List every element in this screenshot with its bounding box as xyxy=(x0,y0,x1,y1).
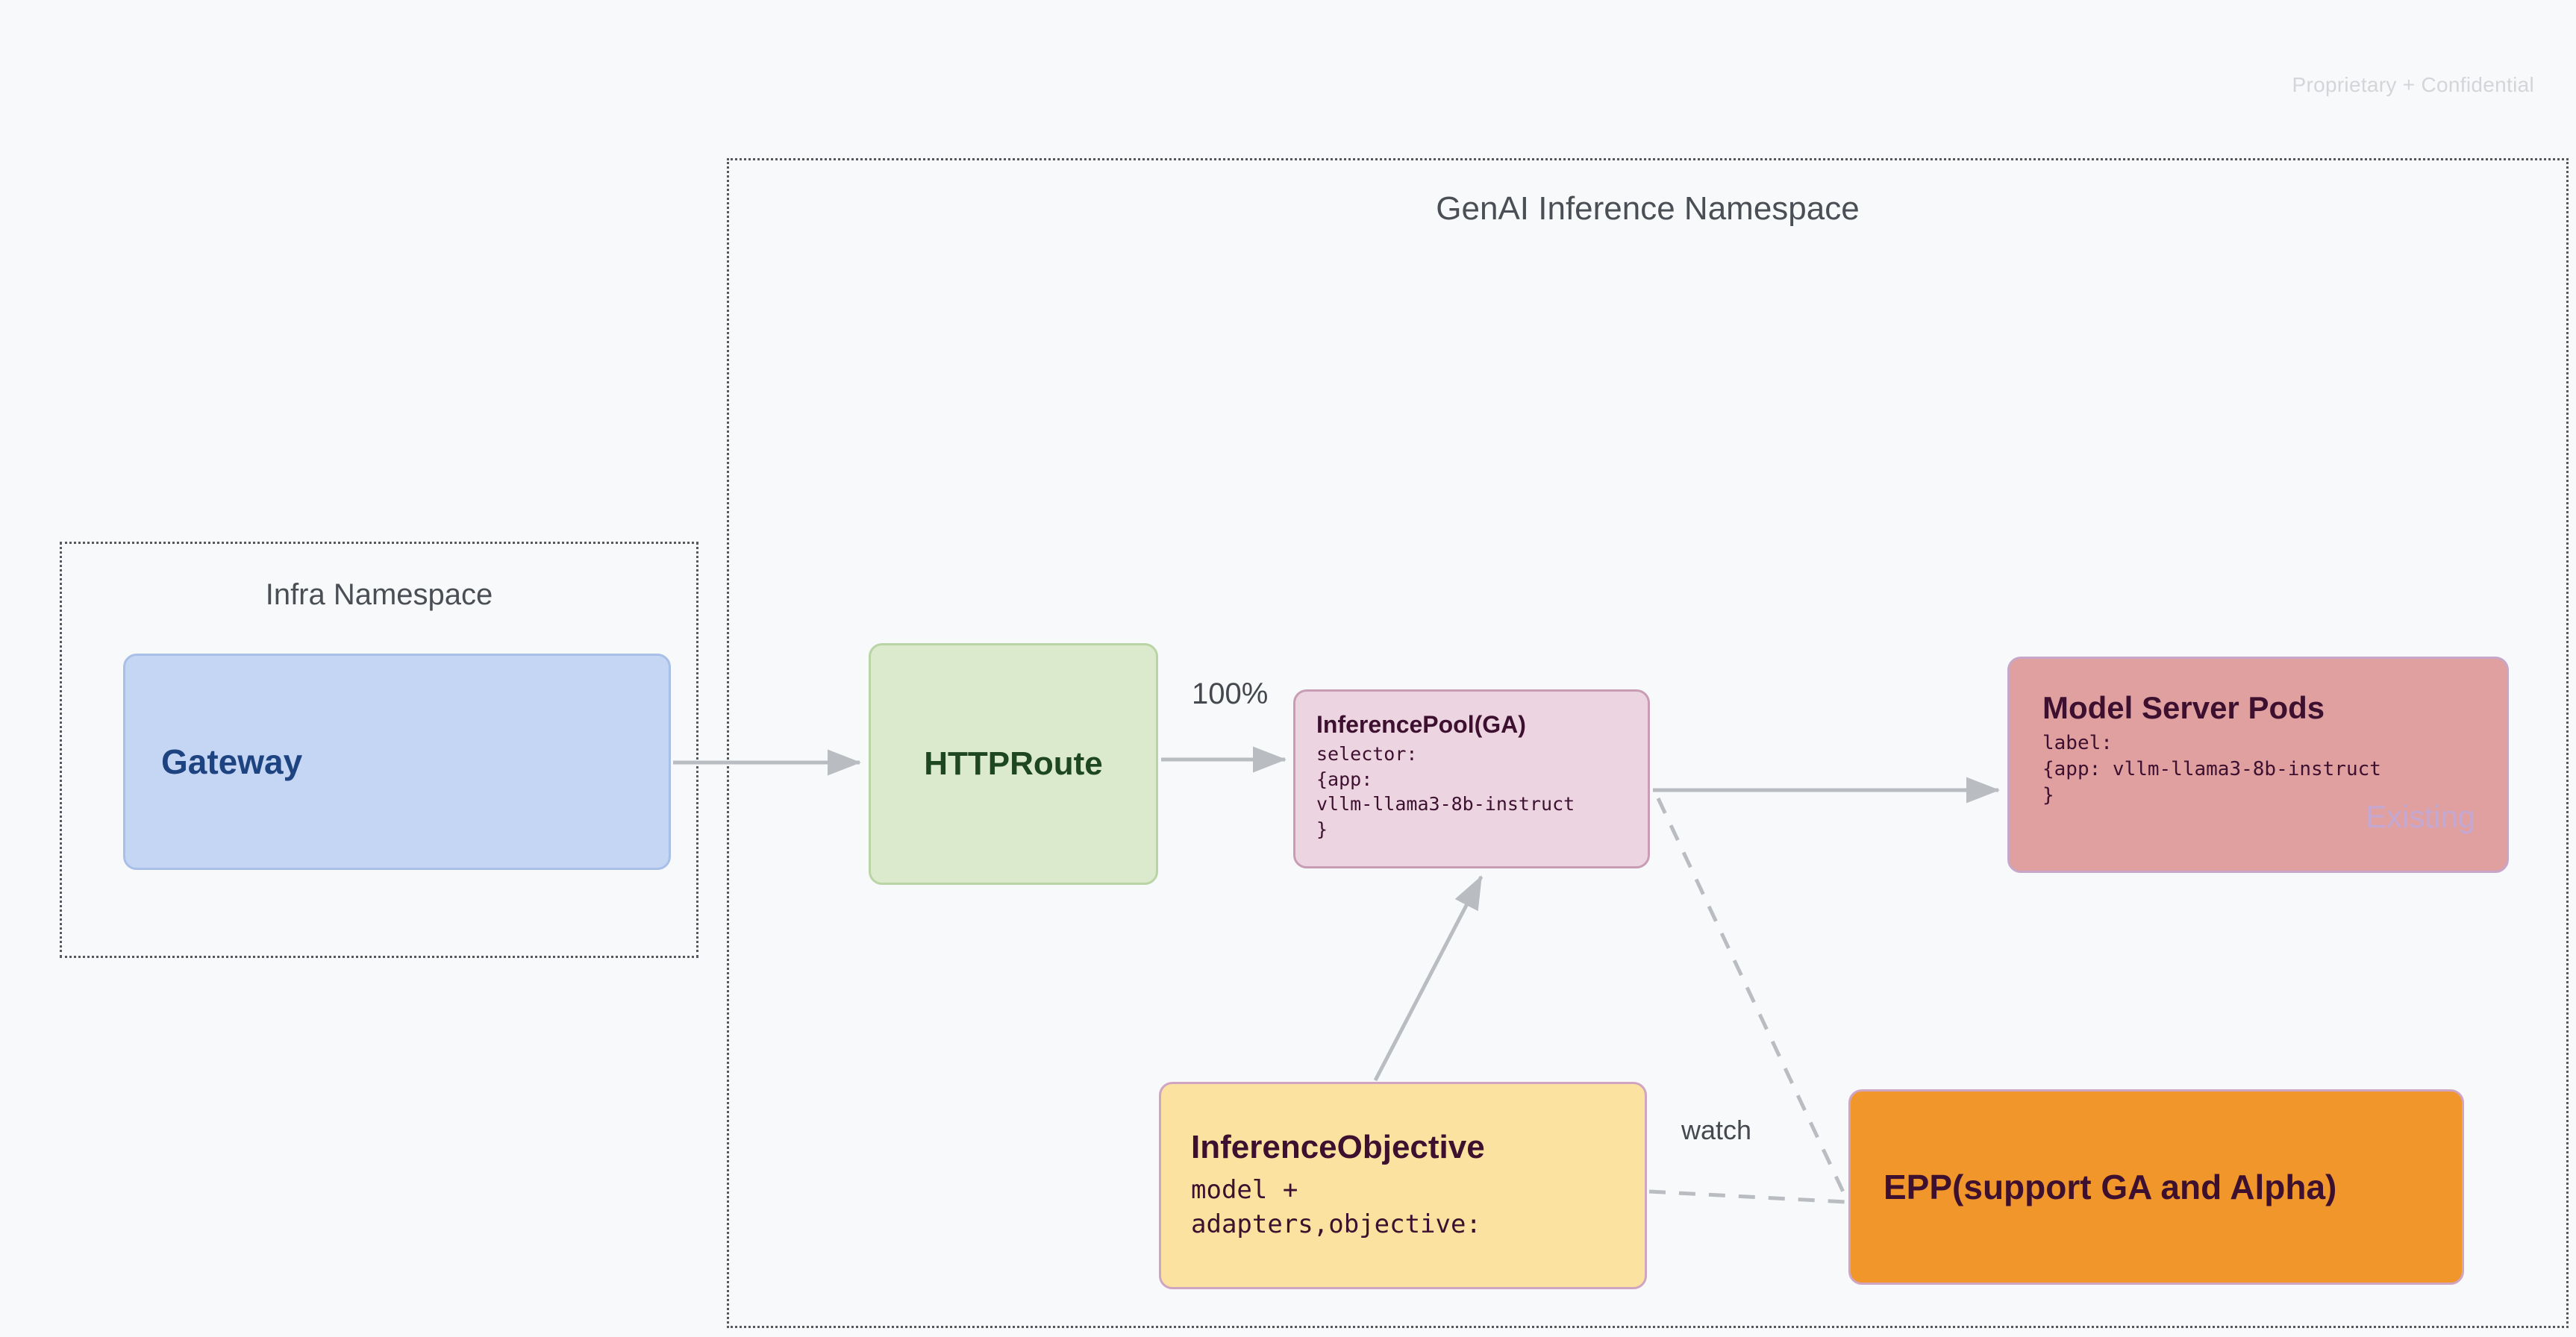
node-inferencepool-title: InferencePool(GA) xyxy=(1316,711,1526,738)
namespace-infra: Infra Namespace xyxy=(60,542,698,958)
node-inferencepool[interactable]: InferencePool(GA) selector: {app: vllm-l… xyxy=(1293,689,1650,868)
node-gateway[interactable]: Gateway xyxy=(123,654,671,870)
existing-badge: Existing xyxy=(2365,799,2475,834)
node-httproute-title: HTTPRoute xyxy=(924,745,1103,782)
namespace-infra-title: Infra Namespace xyxy=(265,578,493,611)
node-inferenceobjective-title: InferenceObjective xyxy=(1191,1128,1485,1165)
namespace-genai-title: GenAI Inference Namespace xyxy=(1436,190,1860,227)
node-epp[interactable]: EPP(support GA and Alpha) xyxy=(1848,1089,2464,1285)
node-inferenceobjective-detail: model + adapters,objective: xyxy=(1191,1175,1481,1240)
node-gateway-title: Gateway xyxy=(161,742,303,781)
node-model-server-pods[interactable]: Model Server Pods label: {app: vllm-llam… xyxy=(2007,657,2509,873)
node-inferencepool-detail: selector: {app: vllm-llama3-8b-instruct … xyxy=(1316,742,1575,841)
node-epp-title: EPP(support GA and Alpha) xyxy=(1883,1167,2337,1206)
node-inferenceobjective[interactable]: InferenceObjective model + adapters,obje… xyxy=(1159,1082,1647,1289)
namespace-genai-inference: GenAI Inference Namespace xyxy=(727,158,2569,1328)
node-model-server-pods-title: Model Server Pods xyxy=(2042,690,2325,725)
node-model-server-pods-detail: label: {app: vllm-llama3-8b-instruct } xyxy=(2042,732,2381,807)
node-httproute[interactable]: HTTPRoute xyxy=(869,643,1158,885)
confidential-watermark: Proprietary + Confidential xyxy=(2292,73,2534,96)
edge-label-traffic-weight: 100% xyxy=(1192,677,1269,710)
edge-label-watch: watch xyxy=(1681,1115,1752,1145)
